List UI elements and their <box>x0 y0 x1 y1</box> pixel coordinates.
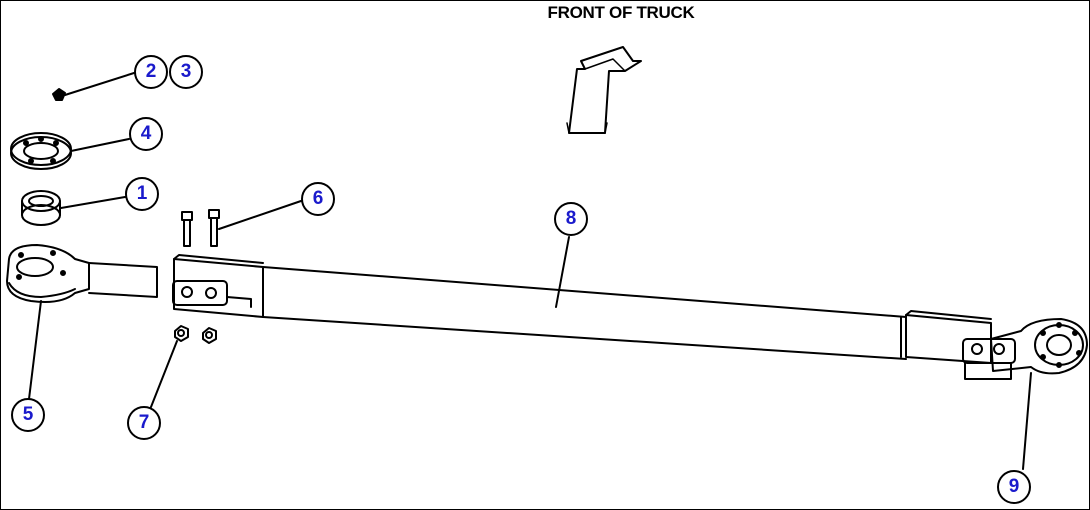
left-clamp-sleeve <box>172 254 264 318</box>
callout-9: 9 <box>997 470 1031 504</box>
callout-3: 3 <box>169 55 203 89</box>
callout-1: 1 <box>125 177 159 211</box>
callout-2: 2 <box>134 55 168 89</box>
callout-4: 4 <box>129 117 163 151</box>
front-of-truck-label: FRONT OF TRUCK <box>547 3 695 22</box>
front-direction-arrow <box>566 46 642 134</box>
callout-8: 8 <box>554 202 588 236</box>
callout-5: 5 <box>11 398 45 432</box>
grease-fitting <box>52 72 135 101</box>
right-clamp-sleeve <box>905 310 1016 380</box>
callout-7: 7 <box>127 406 161 440</box>
callout-6: 6 <box>301 182 335 216</box>
spherical-bearing <box>21 190 126 226</box>
tie-rod-tube <box>262 236 907 360</box>
retainer-ring <box>10 132 130 170</box>
clamp-nuts <box>150 325 217 408</box>
clamp-bolts <box>181 200 302 247</box>
right-rod-end <box>990 318 1088 470</box>
left-rod-end <box>6 244 158 400</box>
